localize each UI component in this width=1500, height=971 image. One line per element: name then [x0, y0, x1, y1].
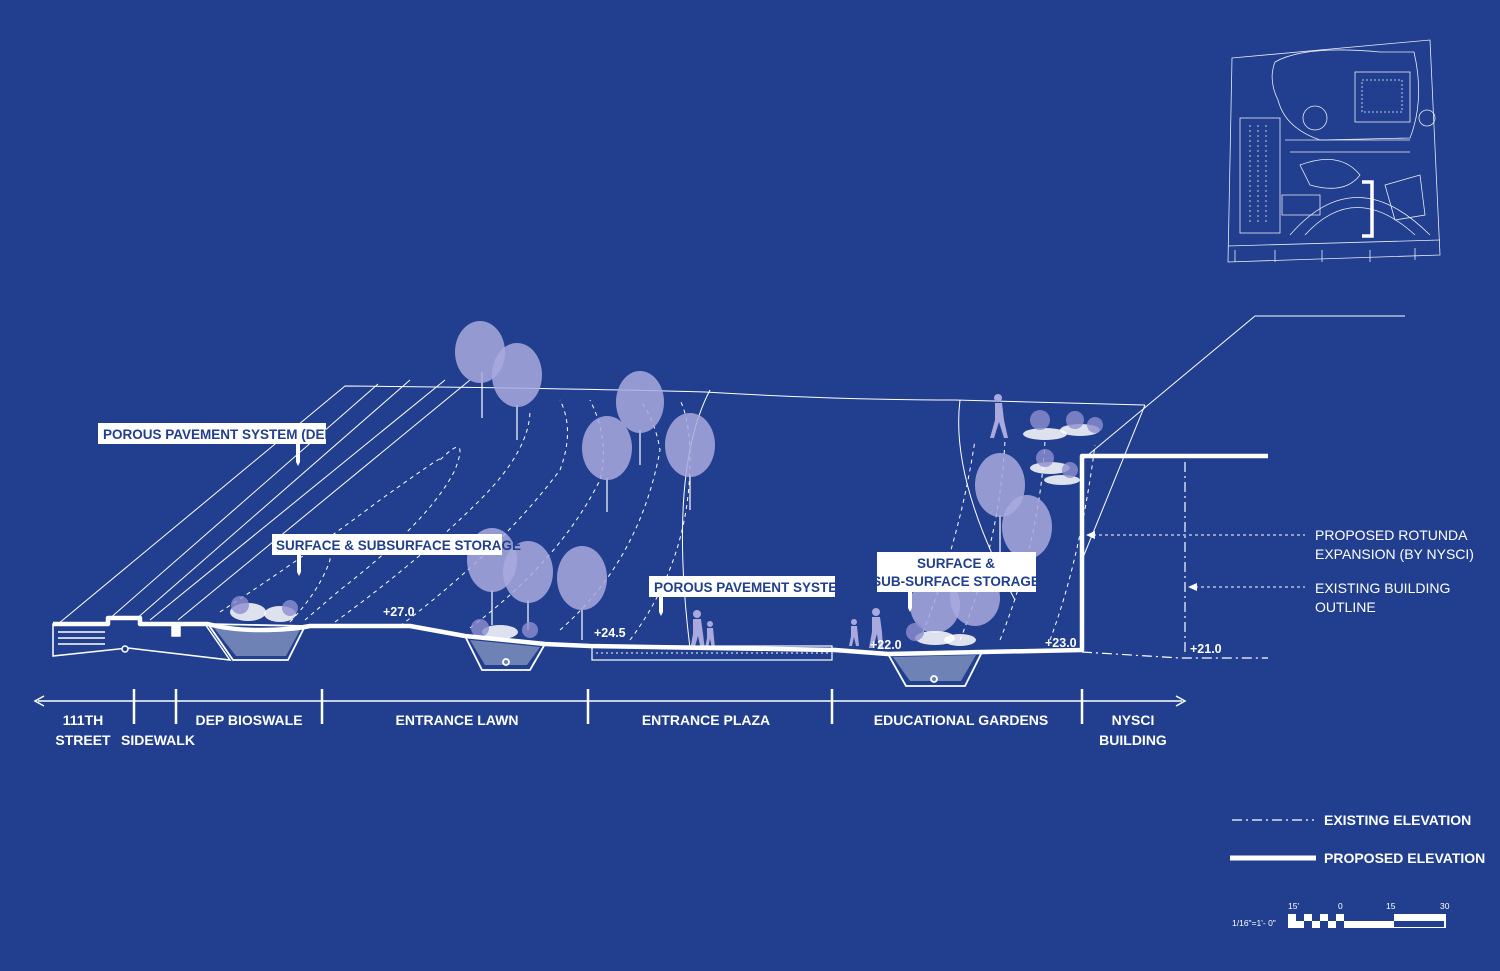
note-outline-line1: EXISTING BUILDING [1315, 580, 1450, 596]
zone-nysci-line1: NYSCI [1112, 712, 1155, 728]
callout-surface-sub: SURFACE & SUB-SURFACE STORAGE [872, 552, 1040, 612]
note-rotunda-line1: PROPOSED ROTUNDA [1315, 527, 1468, 543]
tree-canopy [1002, 495, 1052, 559]
perspective-lines [57, 315, 1405, 649]
legend: EXISTING ELEVATION PROPOSED ELEVATION [1230, 812, 1485, 866]
callout-porous-dep-text: POROUS PAVEMENT SYSTEM (DEP) [103, 427, 338, 442]
scale-ratio: 1/16"=1'- 0" [1232, 918, 1276, 928]
bioswale-basins [206, 623, 984, 687]
callout-surface-sub-line1: SURFACE & [917, 556, 995, 571]
people [690, 394, 1008, 650]
note-rotunda-line2: EXPANSION (BY NYSCI) [1315, 546, 1474, 562]
existing-elevation-line [1081, 651, 1268, 659]
zone-nysci-line2: BUILDING [1099, 732, 1167, 748]
zone-labels: 111TH STREET SIDEWALK DEP BIOSWALE ENTRA… [55, 712, 1167, 748]
tree-canopy [455, 321, 505, 383]
tree-canopy [492, 343, 542, 407]
scale-tick-30: 30 [1440, 901, 1450, 911]
tree-canopy [582, 416, 632, 480]
elevation-21: +21.0 [1190, 642, 1222, 656]
zone-axis [33, 695, 1187, 707]
elevation-22: +22.0 [870, 638, 902, 652]
zone-lawn: ENTRANCE LAWN [396, 712, 519, 728]
notes: PROPOSED ROTUNDA EXPANSION (BY NYSCI) EX… [1315, 527, 1474, 615]
callout-surface-subsurface-text: SURFACE & SUBSURFACE STORAGE [276, 538, 521, 553]
zone-plaza: ENTRANCE PLAZA [642, 712, 770, 728]
callout-porous-dep: POROUS PAVEMENT SYSTEM (DEP) [98, 423, 338, 466]
zone-street-line2: STREET [55, 732, 111, 748]
basin-texture [214, 628, 976, 681]
tree-canopy [503, 541, 553, 603]
street-structure [52, 617, 232, 661]
note-leaders [1093, 534, 1305, 588]
tree-canopy [616, 371, 664, 433]
zone-sidewalk: SIDEWALK [121, 732, 195, 748]
tree-canopy [665, 413, 715, 477]
scale-tick-0: 0 [1338, 901, 1343, 911]
scale-bar: 15' 0 15 30 1/16"=1'- 0" [1232, 901, 1450, 928]
tree-canopy [557, 546, 607, 610]
elevation-23: +23.0 [1045, 636, 1077, 650]
elevation-27: +27.0 [383, 605, 415, 619]
elevation-markers: +27.0 +24.5 +22.0 +23.0 +21.0 [383, 605, 1222, 656]
elevation-24-5: +24.5 [594, 626, 626, 640]
scale-tick-15-left: 15' [1288, 901, 1299, 911]
rotunda-arrow-icon [1086, 531, 1095, 539]
callout-porous-text: POROUS PAVEMENT SYSTEM [654, 580, 849, 595]
zone-bioswale: DEP BIOSWALE [195, 712, 302, 728]
note-outline-line2: OUTLINE [1315, 599, 1376, 615]
callout-porous: POROUS PAVEMENT SYSTEM [649, 576, 849, 616]
key-plan [1227, 39, 1441, 263]
zone-street-line1: 111TH [63, 712, 103, 728]
callout-surface-subsurface: SURFACE & SUBSURFACE STORAGE [272, 534, 521, 576]
key-plan-section-cut [1362, 180, 1374, 238]
outline-arrow-icon [1188, 583, 1197, 591]
zone-ticks [132, 689, 1084, 724]
legend-proposed-label: PROPOSED ELEVATION [1324, 850, 1485, 866]
shrub-foliage [231, 410, 1103, 641]
scale-tick-15: 15 [1386, 901, 1396, 911]
zone-gardens: EDUCATIONAL GARDENS [874, 712, 1049, 728]
callout-surface-sub-line2: SUB-SURFACE STORAGE [872, 574, 1040, 589]
proposed-elevation-line [53, 453, 1268, 657]
legend-existing-label: EXISTING ELEVATION [1324, 812, 1471, 828]
